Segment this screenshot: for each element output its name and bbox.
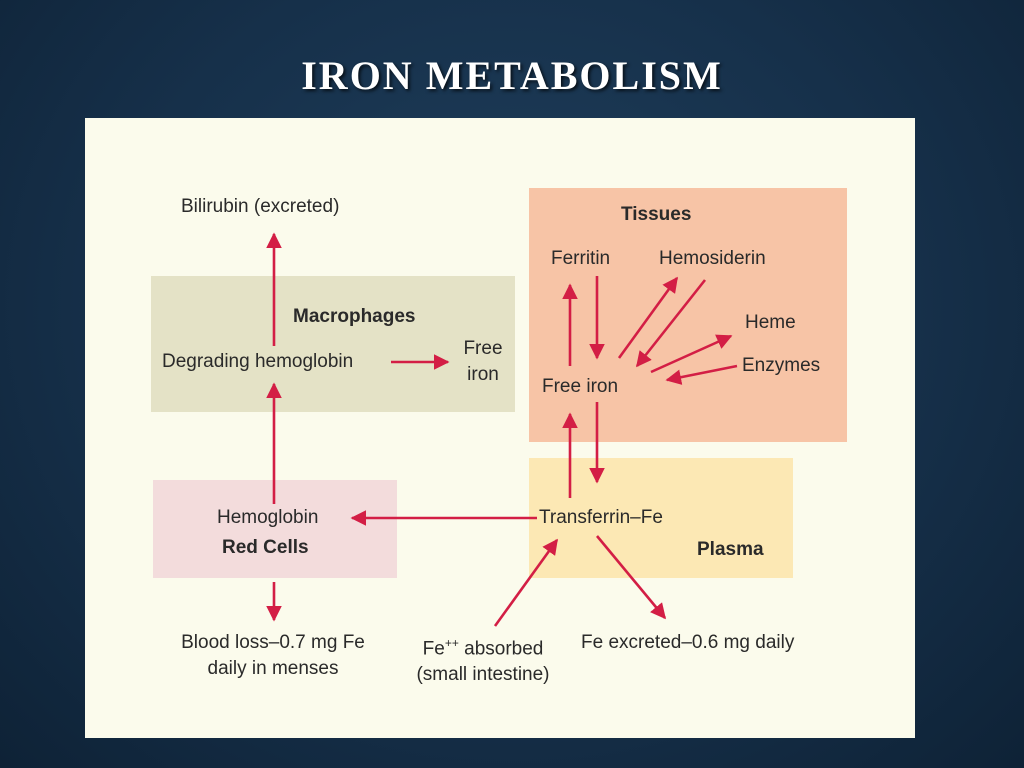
absorbed-suffix: absorbed: [458, 638, 544, 660]
arrow-free-iron-to-heme: [650, 334, 733, 374]
arrow-absorbed-to-transferrin: [493, 538, 559, 627]
ferritin-label: Ferritin: [551, 248, 611, 269]
tissue-free-iron-label: Free iron: [542, 376, 619, 397]
arrow-free-iron-to-hemosiderin: [617, 276, 679, 359]
degrading-hemoglobin-label: Degrading hemoglobin: [162, 351, 354, 372]
absorbed-prefix: Fe: [422, 638, 445, 660]
tissues-heading: Tissues: [621, 204, 692, 225]
arrow-hemosiderin-to-free-iron: [635, 279, 707, 368]
macrophage-free-iron-label: Free iron: [455, 338, 511, 386]
arrow-transferrin-to-excreted: [595, 535, 667, 620]
absorbed-label: Fe++ absorbed (small intestine): [401, 632, 565, 686]
blood-loss-label: Blood loss–0.7 mg Fe daily in menses: [159, 632, 387, 680]
slide-title: IRON METABOLISM: [301, 53, 723, 98]
red-cells-heading: Red Cells: [222, 537, 309, 558]
blood-loss-line1: Blood loss–0.7 mg Fe: [181, 632, 365, 653]
absorbed-line1: Fe++ absorbed: [401, 632, 565, 660]
tissues-box: [529, 188, 847, 442]
plasma-box: [529, 458, 793, 578]
arrow-enzymes-to-free-iron: [665, 364, 738, 385]
macrophages-box: [151, 276, 515, 412]
heme-label: Heme: [745, 312, 796, 333]
absorbed-sup: ++: [444, 636, 459, 650]
enzymes-label: Enzymes: [742, 355, 821, 376]
free-iron-line1: Free: [463, 338, 503, 359]
absorbed-line2: (small intestine): [416, 664, 550, 686]
plasma-heading: Plasma: [697, 539, 764, 560]
diagram-panel: Bilirubin (excreted) Macrophages Degradi…: [85, 118, 915, 738]
hemoglobin-label: Hemoglobin: [217, 507, 319, 528]
bilirubin-label: Bilirubin (excreted): [181, 196, 340, 217]
excreted-label: Fe excreted–0.6 mg daily: [581, 632, 795, 653]
free-iron-line2: iron: [467, 364, 499, 385]
arrows-layer: [266, 232, 738, 627]
transferrin-label: Transferrin–Fe: [539, 507, 663, 528]
hemosiderin-label: Hemosiderin: [659, 248, 766, 269]
macrophages-heading: Macrophages: [293, 306, 416, 327]
blood-loss-line2: daily in menses: [207, 658, 339, 679]
